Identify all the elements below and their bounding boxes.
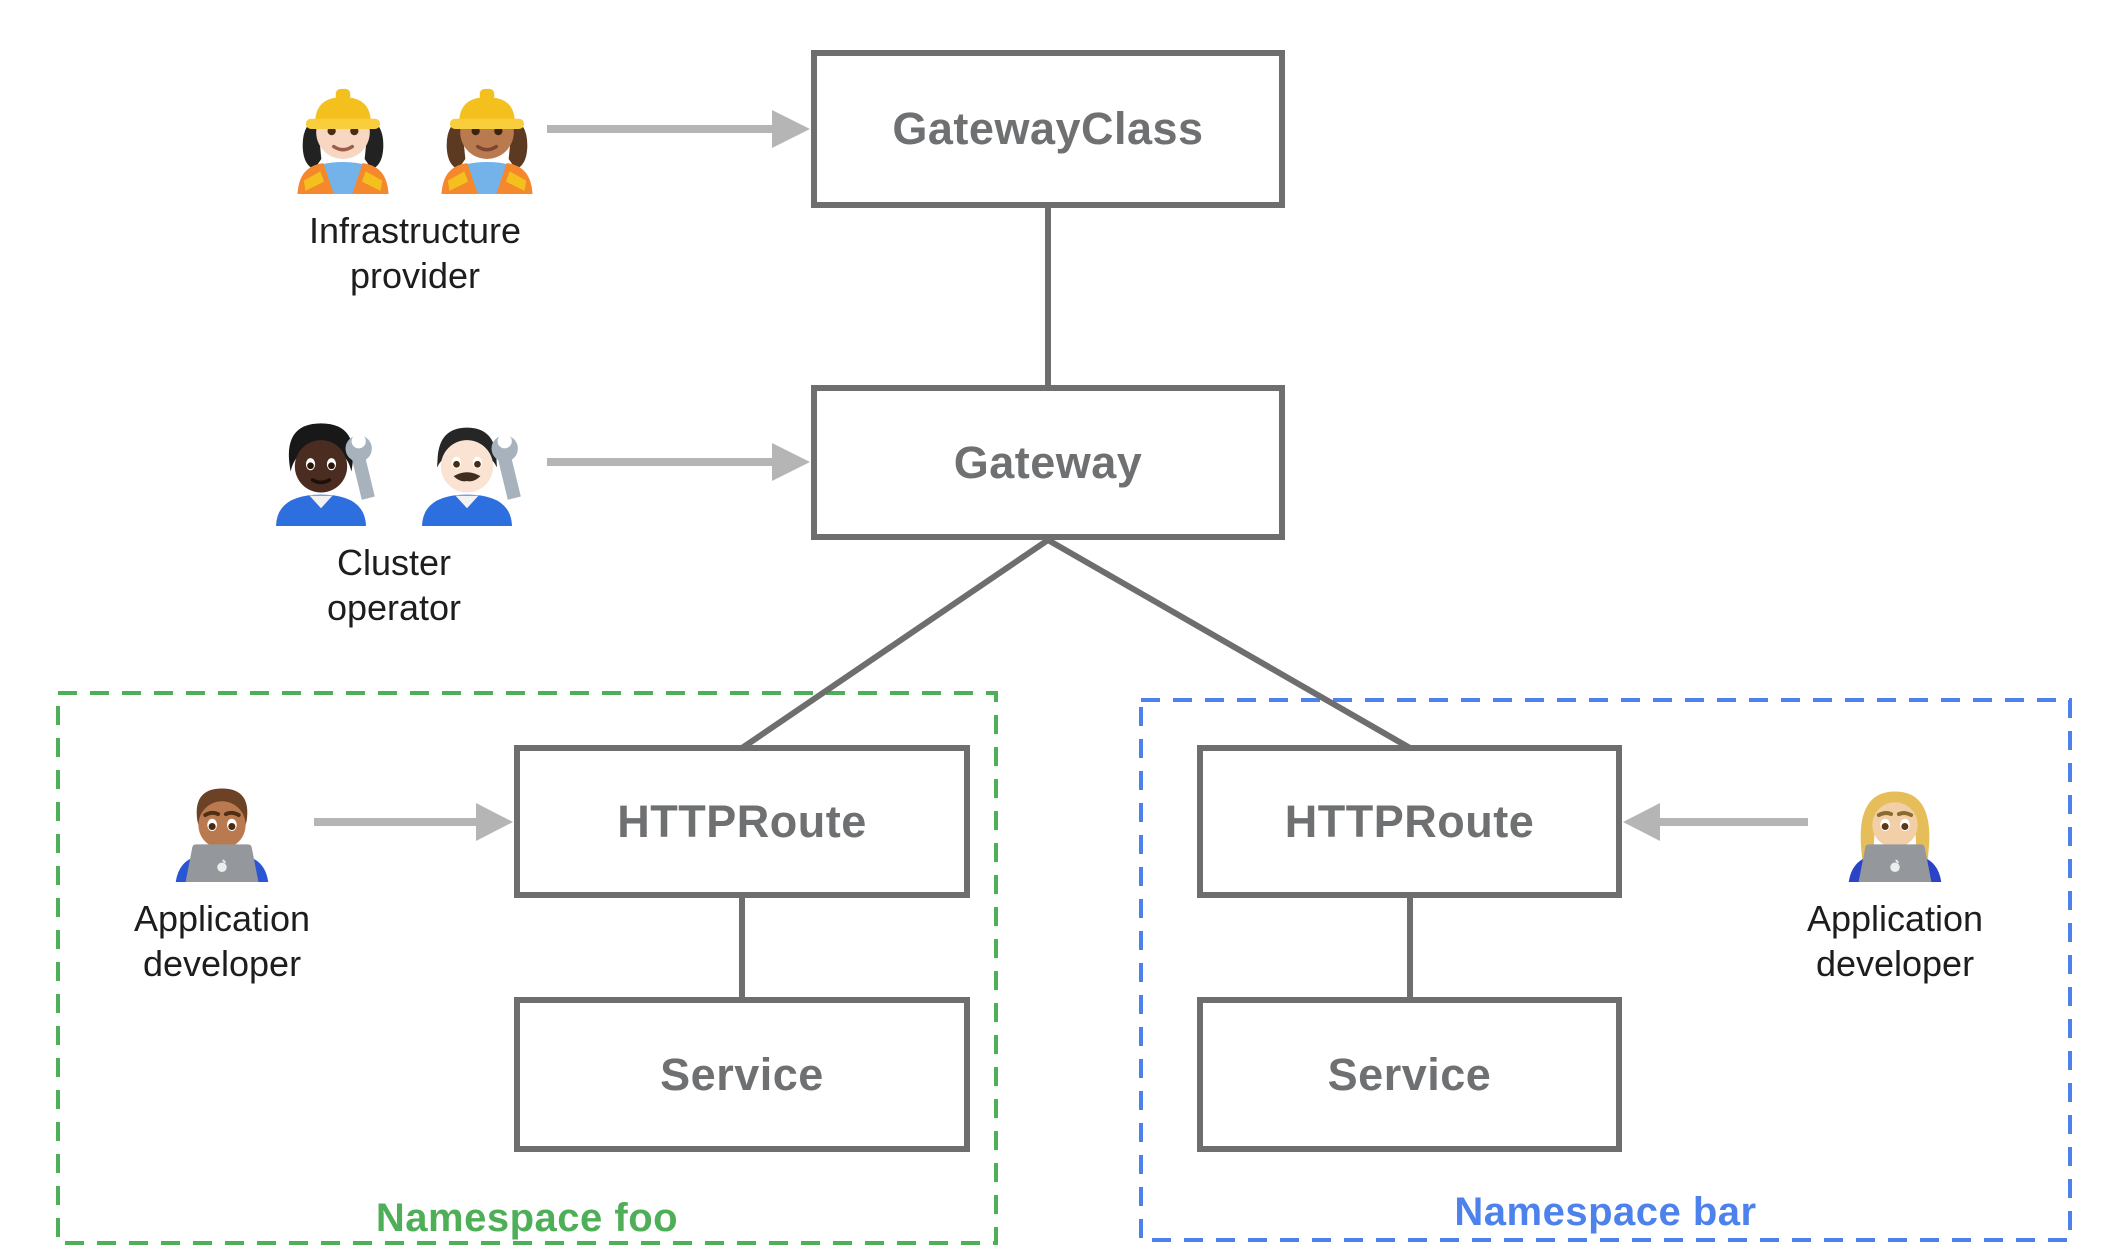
cluster-operator-icons — [254, 392, 534, 526]
namespace-bar-boundary — [1139, 698, 2072, 1242]
woman-construction-worker-light-icon — [297, 88, 389, 194]
application-developer-foo-label: Application developer — [134, 896, 310, 986]
httproute-foo-node: HTTPRoute — [514, 745, 970, 898]
gateway-label: Gateway — [953, 436, 1143, 488]
infrastructure-provider-label-line2: provider — [349, 255, 481, 296]
cluster-operator-label-line2: operator — [326, 587, 462, 628]
woman-technologist-icon — [1848, 791, 1942, 882]
application-developer-bar-label-line1: Application — [1806, 898, 1984, 939]
cluster-operator-persona: Cluster operator — [184, 392, 604, 630]
infrastructure-provider-label-line1: Infrastructure — [308, 210, 522, 251]
infrastructure-provider-icons — [277, 62, 553, 194]
mechanic-dark-icon — [275, 423, 375, 526]
application-developer-bar-label: Application developer — [1807, 896, 1983, 986]
application-developer-bar-icons — [1832, 756, 1958, 882]
service-foo-label: Service — [660, 1048, 824, 1100]
application-developer-foo-persona: Application developer — [62, 756, 382, 986]
gatewayclass-label: GatewayClass — [892, 103, 1204, 154]
gatewayclass-node: GatewayClass — [811, 50, 1285, 208]
service-bar-node: Service — [1197, 997, 1622, 1152]
gateway-node: Gateway — [811, 385, 1285, 540]
gateway-httproute-edges — [740, 536, 1412, 751]
namespace-bar-label: Namespace bar — [1454, 1190, 1757, 1234]
service-bar-label: Service — [1327, 1048, 1492, 1100]
application-developer-foo-icons — [159, 756, 285, 882]
application-developer-foo-label-line2: developer — [142, 943, 302, 984]
application-developer-foo-label-line1: Application — [133, 898, 311, 939]
httproute-bar-node: HTTPRoute — [1197, 745, 1622, 898]
infrastructure-provider-label: Infrastructure provider — [309, 208, 521, 298]
namespace-foo-boundary — [56, 691, 998, 1245]
man-mechanic-light-icon — [421, 427, 521, 526]
application-developer-bar-label-line2: developer — [1815, 943, 1975, 984]
namespace-foo-label: Namespace foo — [375, 1196, 679, 1240]
infrastructure-provider-arrow — [547, 110, 810, 148]
application-developer-foo-arrow — [314, 803, 513, 841]
cluster-operator-label: Cluster operator — [327, 540, 461, 630]
httproute-foo-label: HTTPRoute — [617, 795, 867, 847]
application-developer-bar-arrow — [1623, 803, 1808, 841]
application-developer-bar-persona: Application developer — [1735, 756, 2055, 986]
service-foo-node: Service — [514, 997, 970, 1152]
man-technologist-icon — [175, 788, 269, 882]
woman-construction-worker-medium-icon — [441, 88, 533, 194]
infrastructure-provider-persona: Infrastructure provider — [205, 62, 625, 298]
cluster-operator-arrow — [547, 443, 810, 481]
httproute-bar-label: HTTPRoute — [1284, 795, 1535, 847]
cluster-operator-label-line1: Cluster — [336, 542, 452, 583]
